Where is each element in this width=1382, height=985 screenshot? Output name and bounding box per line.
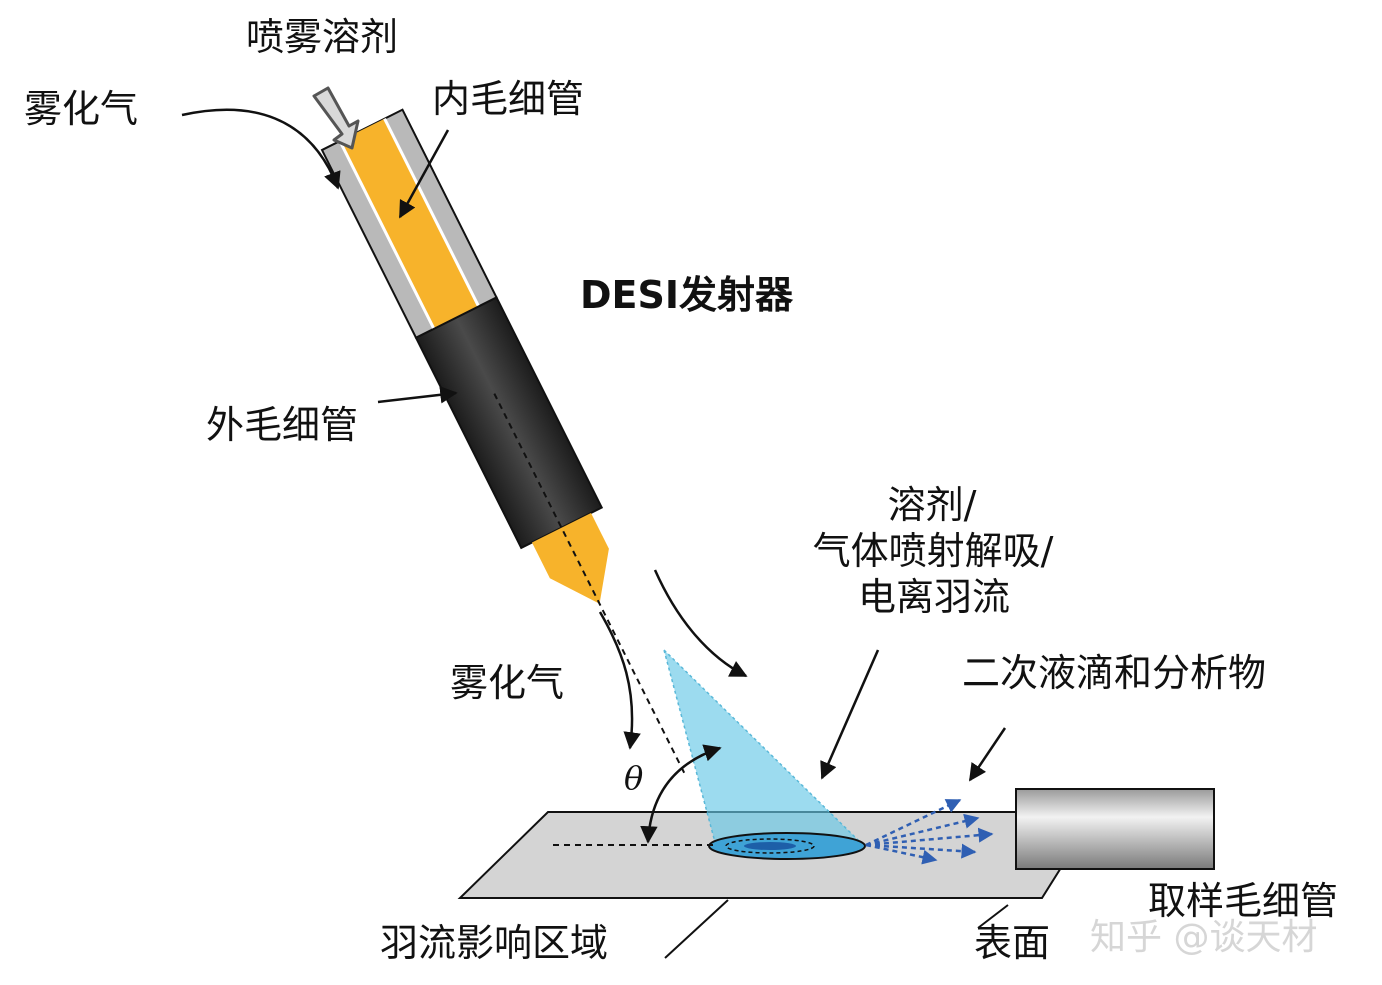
emitter-tip xyxy=(531,512,609,604)
emitter-label: DESI发射器 xyxy=(580,273,794,317)
desi-emitter xyxy=(320,108,686,775)
inner-capillary-solvent xyxy=(339,118,479,329)
solvent-inlet-arrow xyxy=(312,86,360,150)
secondary-droplet-arrows xyxy=(865,798,994,865)
theta-arc xyxy=(640,744,722,844)
impact-inner-ring xyxy=(725,838,815,854)
outer-capillary-pointer xyxy=(377,386,458,404)
nebulizing-gas-bottom-label: 雾化气 xyxy=(450,661,565,705)
spray-solvent-label: 喷雾溶剂 xyxy=(246,15,399,59)
surface-pointer xyxy=(977,904,1009,929)
inner-capillary-label: 内毛细管 xyxy=(432,77,585,121)
inner-capillary-pointer xyxy=(398,129,450,219)
plume-pointer xyxy=(820,649,880,780)
nebulizing-gas-top-label: 雾化气 xyxy=(24,87,139,131)
sampling-capillary-label: 取样毛细管 xyxy=(1148,879,1339,923)
watermark: 知乎 @谈天材 xyxy=(1090,917,1318,958)
plume-label-line1: 溶剂/ xyxy=(887,483,977,527)
surface-label: 表面 xyxy=(974,921,1051,965)
outer-capillary-sleeve xyxy=(414,296,604,550)
plume-label-line3: 电离羽流 xyxy=(857,575,1010,619)
outer-capillary-label: 外毛细管 xyxy=(206,403,359,447)
plume-zone-pointer xyxy=(664,899,729,959)
sampling-capillary xyxy=(1015,788,1215,870)
nebulizing-gas-bottom-right-arrow xyxy=(653,569,748,678)
nebulizing-gas-bottom-left-arrow xyxy=(598,611,641,750)
plume-zone-label: 羽流影响区域 xyxy=(380,921,609,965)
secondary-droplets-pointer xyxy=(968,727,1007,782)
nebulizing-gas-top-arrow xyxy=(181,108,341,190)
theta-label: θ xyxy=(624,759,644,797)
secondary-droplets-label: 二次液滴和分析物 xyxy=(962,651,1267,695)
plume-label-line2: 气体喷射解吸/ xyxy=(812,529,1054,573)
